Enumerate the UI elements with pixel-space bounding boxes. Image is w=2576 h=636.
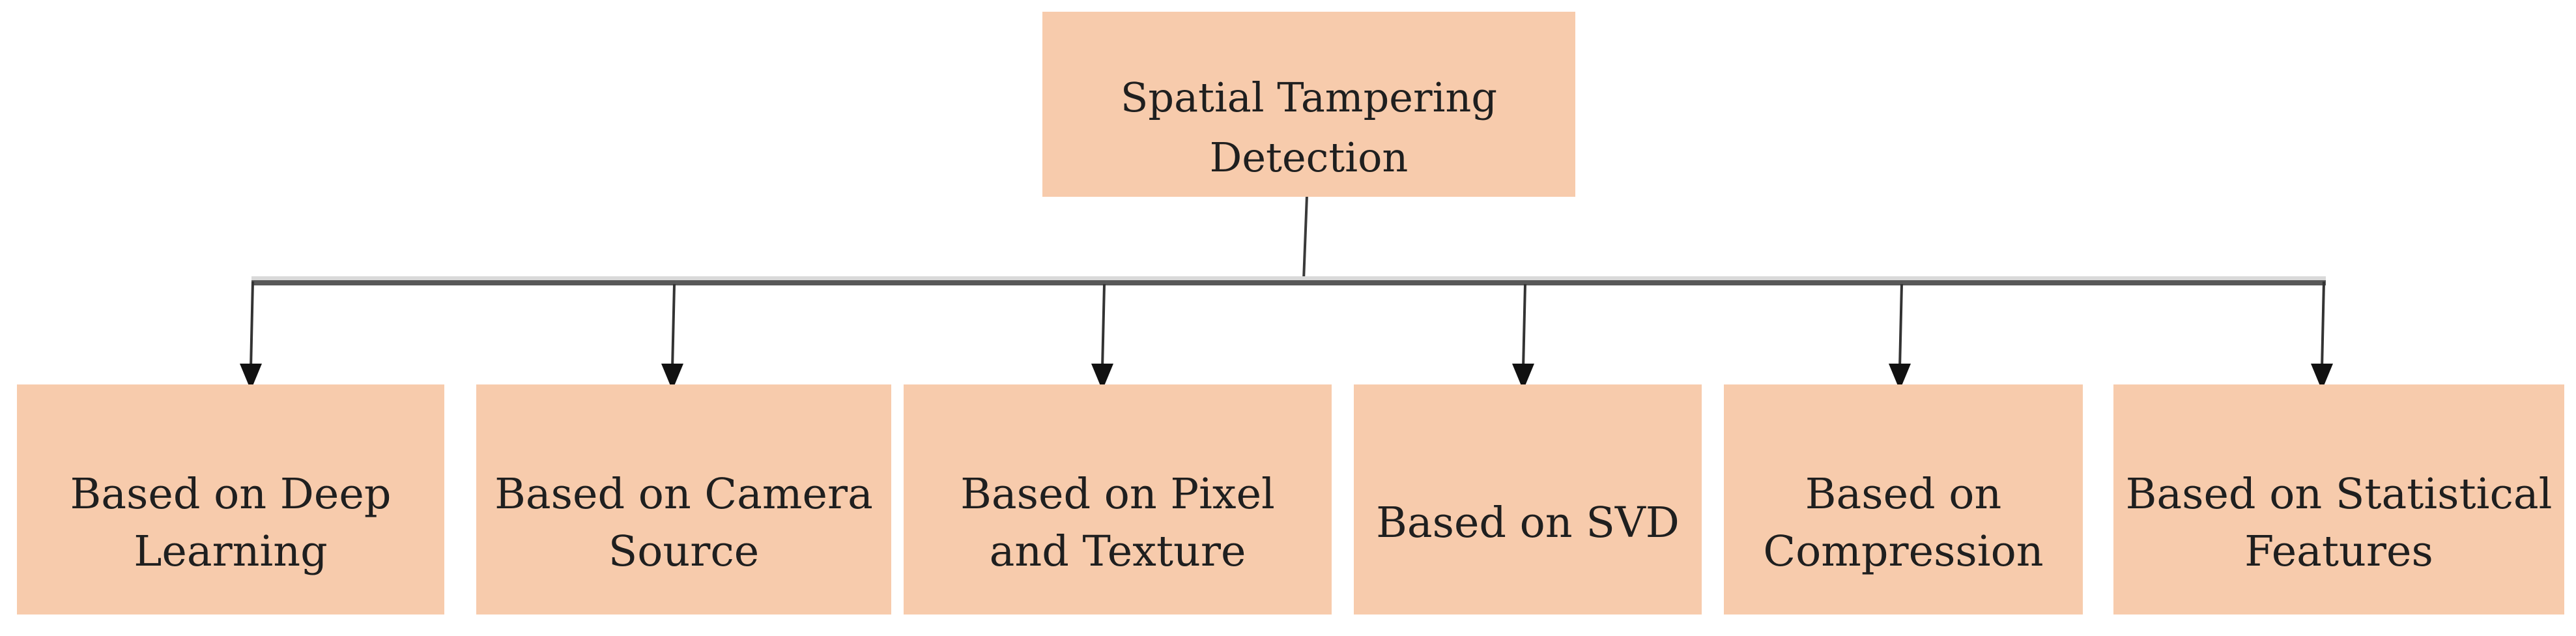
child-node-label-line2: Source — [608, 527, 760, 576]
child-node-based-on-pixel-and-texture: Based on Pixel and Texture — [904, 384, 1332, 614]
child-node-label-line1: Based on SVD — [1376, 498, 1680, 547]
branch-connector-3 — [1091, 283, 1113, 390]
child-node-based-on-camera-source: Based on Camera Source — [476, 384, 891, 614]
child-node-label-line2: Compression — [1763, 527, 2044, 576]
child-node-based-on-deep-learning: Based on Deep Learning — [17, 384, 444, 614]
child-node-based-on-statistical-features: Based on Statistical Features — [2113, 384, 2564, 614]
branch-connector-1 — [240, 281, 262, 390]
root-node-label-line1: Spatial Tampering — [1120, 74, 1498, 121]
child-node-label-line1: Based on Statistical — [2125, 469, 2553, 519]
trunk-line-highlight — [251, 276, 2326, 280]
child-node-label-line1: Based on Deep — [70, 469, 392, 519]
child-node-based-on-compression: Based on Compression — [1724, 384, 2083, 614]
child-node-label-line2: Learning — [134, 527, 328, 576]
branch-connector-6 — [2311, 281, 2333, 390]
child-node-label-line2: and Texture — [989, 527, 1246, 576]
branch-connector-5 — [1889, 283, 1911, 390]
branch-connector-2 — [661, 283, 683, 390]
root-node-spatial-tampering-detection: Spatial Tampering Detection — [1042, 12, 1575, 197]
child-node-label-line2: Features — [2244, 527, 2433, 576]
trunk-line — [251, 280, 2326, 285]
branch-connector-4 — [1512, 283, 1534, 390]
root-node-label-line2: Detection — [1209, 134, 1409, 181]
child-node-based-on-svd: Based on SVD — [1354, 384, 1702, 614]
child-node-label-line1: Based on Camera — [494, 469, 873, 519]
root-stem-line — [1302, 195, 1308, 281]
child-node-label-line1: Based on — [1805, 469, 2002, 519]
child-node-label-line1: Based on Pixel — [960, 469, 1275, 519]
